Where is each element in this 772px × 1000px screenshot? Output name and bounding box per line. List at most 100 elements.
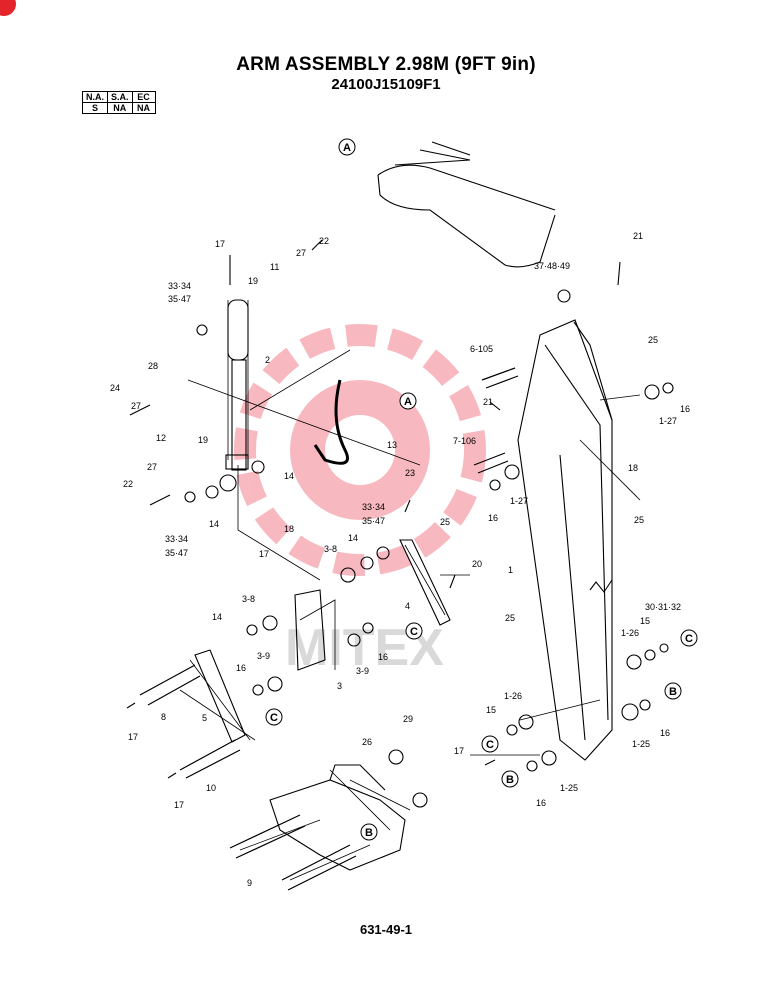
- label-26: 26: [362, 737, 372, 747]
- svg-text:C: C: [410, 626, 418, 638]
- label-15: 15: [486, 705, 496, 715]
- label-9: 9: [247, 878, 252, 888]
- label-25: 25: [634, 515, 644, 525]
- label-14: 14: [284, 471, 294, 481]
- page-number: 631-49-1: [359, 922, 413, 937]
- label-3: 3: [337, 681, 342, 691]
- availability-value-na: S: [82, 102, 108, 114]
- label-28: 28: [148, 361, 158, 371]
- svg-text:A: A: [343, 142, 351, 154]
- svg-text:B: B: [365, 827, 373, 839]
- label-22: 22: [123, 479, 133, 489]
- label-17: 17: [174, 800, 184, 810]
- label-21: 21: [483, 397, 493, 407]
- callout-ref-b: B: [664, 682, 682, 700]
- label-35-47: 35·47: [362, 516, 385, 526]
- bolts: [126, 239, 621, 779]
- label-18: 18: [284, 524, 294, 534]
- svg-text:B: B: [669, 686, 677, 698]
- callout-ref-b: B: [501, 770, 519, 788]
- label-33-34: 33·34: [165, 534, 188, 544]
- label-30-31-32: 30·31·32: [645, 602, 681, 612]
- svg-text:C: C: [270, 712, 278, 724]
- links: [194, 539, 451, 743]
- label-16: 16: [660, 728, 670, 738]
- label-6-105: 6-105: [470, 344, 493, 354]
- label-33-34: 33·34: [362, 502, 385, 512]
- label-5: 5: [202, 713, 207, 723]
- label-33-34: 33·34: [168, 281, 191, 291]
- label-1-26: 1-26: [621, 628, 639, 638]
- callout-ref-c: C: [265, 708, 283, 726]
- label-27: 27: [147, 462, 157, 472]
- label-1-27: 1-27: [659, 416, 677, 426]
- label-35-47: 35·47: [168, 294, 191, 304]
- label-27: 27: [131, 401, 141, 411]
- label-16: 16: [536, 798, 546, 808]
- label-25: 25: [440, 517, 450, 527]
- svg-text:A: A: [404, 396, 412, 408]
- label-16: 16: [680, 404, 690, 414]
- label-37-48-49: 37·48·49: [534, 261, 570, 271]
- bushings: [184, 289, 674, 808]
- hose: [313, 379, 349, 465]
- label-14: 14: [348, 533, 358, 543]
- label-15: 15: [640, 616, 650, 626]
- svg-text:C: C: [685, 633, 693, 645]
- label-1-25: 1-25: [632, 739, 650, 749]
- callout-ref-b: B: [360, 823, 378, 841]
- label-2: 2: [265, 355, 270, 365]
- label-3-8: 3-8: [242, 594, 255, 604]
- label-22: 22: [319, 236, 329, 246]
- label-16: 16: [378, 652, 388, 662]
- label-21: 21: [633, 231, 643, 241]
- label-7-106: 7-106: [453, 436, 476, 446]
- arm-body: [517, 319, 613, 761]
- label-19: 19: [248, 276, 258, 286]
- page-title: ARM ASSEMBLY 2.98M (9FT 9in): [236, 54, 536, 75]
- pins: [139, 367, 519, 891]
- callout-ref-c: C: [680, 629, 698, 647]
- label-23: 23: [405, 468, 415, 478]
- label-25: 25: [648, 335, 658, 345]
- label-14: 14: [209, 519, 219, 529]
- boom-outline: [377, 141, 556, 268]
- availability-table: N.A. S.A. EC S NA NA: [82, 91, 156, 114]
- watermark-logo: [234, 324, 486, 576]
- label-20: 20: [472, 559, 482, 569]
- label-12: 12: [156, 433, 166, 443]
- label-13: 13: [387, 440, 397, 450]
- label-1-27: 1-27: [510, 496, 528, 506]
- label-17: 17: [128, 732, 138, 742]
- label-3-8: 3-8: [324, 544, 337, 554]
- label-3-9: 3-9: [257, 651, 270, 661]
- arm-cylinder: [225, 299, 249, 471]
- label-29: 29: [403, 714, 413, 724]
- part-number: 24100J15109F1: [331, 76, 441, 93]
- callout-ref-c: C: [481, 735, 499, 753]
- label-17: 17: [215, 239, 225, 249]
- label-3-9: 3-9: [356, 666, 369, 676]
- label-19: 19: [198, 435, 208, 445]
- callout-ref-a: A: [338, 138, 356, 156]
- label-16: 16: [236, 663, 246, 673]
- label-35-47: 35·47: [165, 548, 188, 558]
- availability-header-na: N.A.: [82, 91, 108, 103]
- svg-text:C: C: [486, 739, 494, 751]
- part-labels: 17 22 27 11 19 33·34 35·47 2 28 27 24 12…: [110, 231, 690, 888]
- svg-text:B: B: [506, 774, 514, 786]
- label-25: 25: [505, 613, 515, 623]
- label-8: 8: [161, 712, 166, 722]
- label-11: 11: [270, 262, 279, 272]
- leader-lines: [179, 300, 641, 881]
- label-18: 18: [628, 463, 638, 473]
- availability-value-ec: NA: [131, 102, 156, 114]
- corner-marker: [0, 0, 16, 16]
- label-17: 17: [259, 549, 269, 559]
- label-10: 10: [206, 783, 216, 793]
- label-1-25: 1-25: [560, 783, 578, 793]
- label-16: 16: [488, 513, 498, 523]
- label-1: 1: [508, 565, 513, 575]
- label-27: 27: [296, 248, 306, 258]
